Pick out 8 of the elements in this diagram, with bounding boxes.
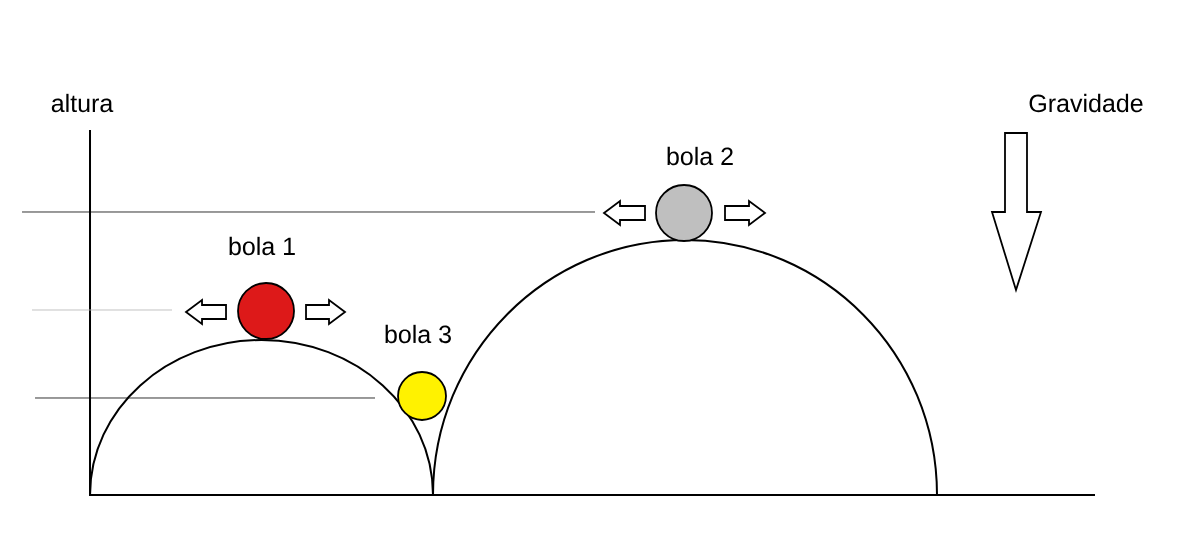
ball-label: bola 1 <box>229 236 295 256</box>
ball-label: bola 2 <box>667 146 733 166</box>
ball <box>397 371 447 421</box>
ball <box>237 282 295 340</box>
ball-label: bola 3 <box>385 324 451 344</box>
axis-label: Gravidade <box>1029 93 1143 113</box>
axis-label: altura <box>51 93 114 113</box>
ball <box>655 184 713 242</box>
